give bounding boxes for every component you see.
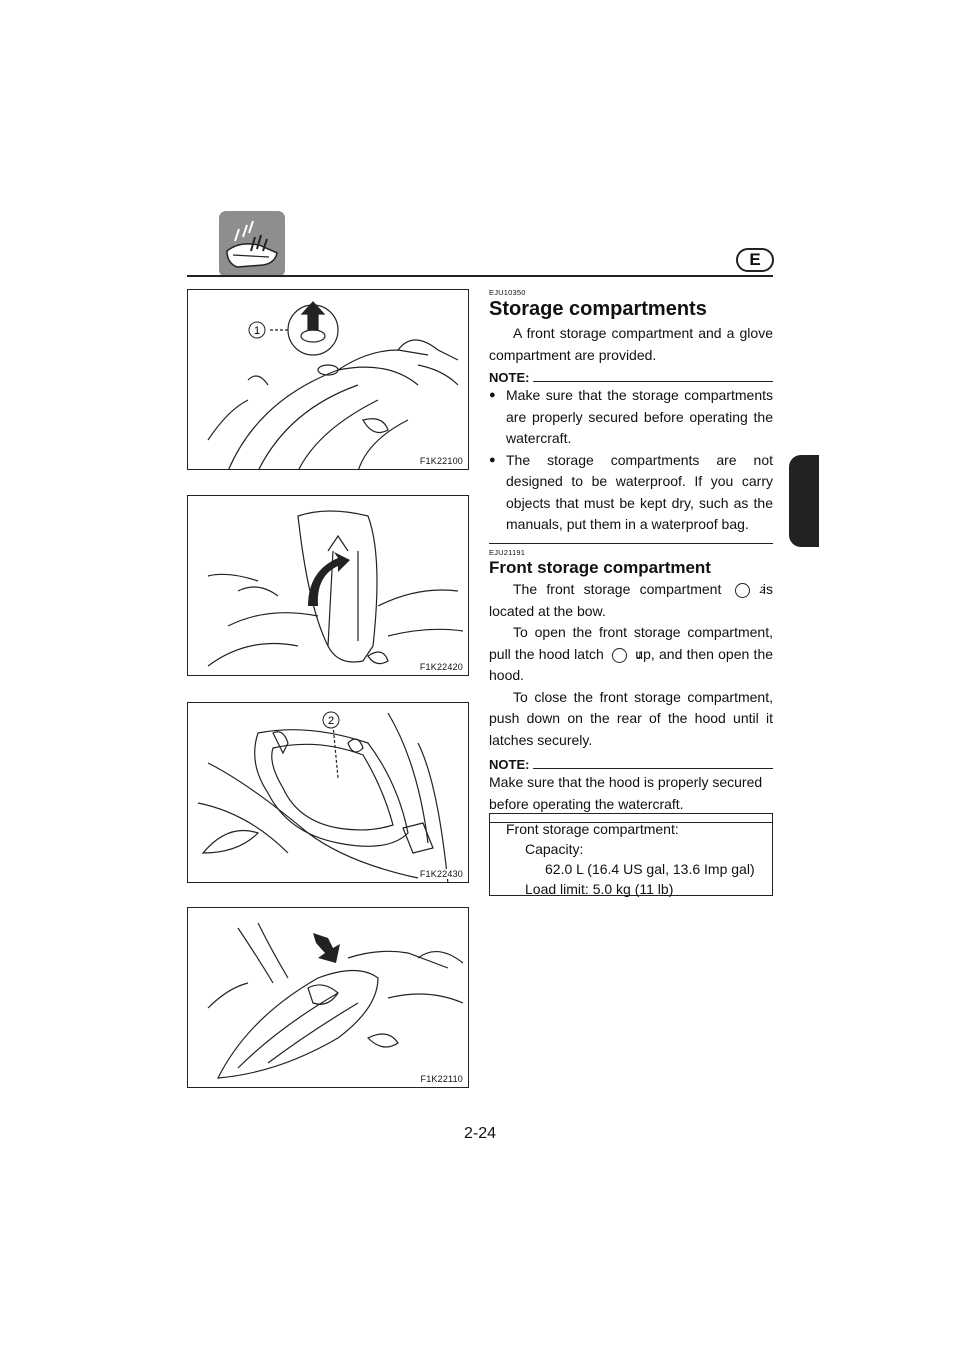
paragraph-text: is located at the bow. [489, 581, 774, 619]
watercraft-icon [219, 211, 285, 277]
section-front-storage: EJU21191 Front storage compartment The f… [489, 548, 773, 823]
figure-hood-latch-drawing: 1 [207, 301, 459, 469]
bullet-icon: ● [489, 453, 496, 466]
figure-open-hood: F1K22420 [187, 495, 469, 676]
note-text: Make sure that the hood is properly secu… [489, 774, 763, 812]
intro-paragraph: A front storage compartment and a glove … [489, 325, 773, 363]
section-code: EJU10350 [489, 288, 526, 297]
paragraph-text: To open the front storage compartment, p… [489, 624, 773, 662]
figure-hood-latch: 1 F1K22100 [187, 289, 469, 470]
section-title: Front storage compartment [489, 558, 711, 577]
figure-code: F1K22110 [419, 1074, 464, 1084]
note-header: NOTE: [489, 757, 773, 772]
note-end-rule [489, 822, 773, 823]
page-number: 2-24 [463, 1125, 497, 1142]
figure-storage-compartment-drawing: 2 [197, 711, 449, 882]
figure-close-hood-drawing [207, 922, 464, 1079]
paragraph-open: To open the front storage compartment, p… [489, 622, 773, 687]
bullet-text: The storage compartments are not designe… [506, 451, 773, 533]
note-label: NOTE: [489, 757, 530, 772]
ref-callout-2: 2 [734, 583, 765, 598]
figure-storage-compartment: 2 F1K22430 [187, 702, 469, 883]
paragraph-text: The front storage compartment [513, 581, 722, 597]
spec-load-limit: Load limit: 5.0 kg (11 lb) [525, 881, 674, 897]
spec-box: Front storage compartment: Capacity: 62.… [489, 813, 773, 897]
chapter-tab [789, 455, 819, 547]
note-end-rule [489, 542, 773, 544]
spec-capacity-label: Capacity: [525, 841, 584, 857]
paragraph-close: To close the front storage compartment, … [489, 688, 773, 748]
bullet-icon: ● [489, 389, 496, 401]
note-label: NOTE: [489, 370, 530, 385]
figure-code: F1K22420 [418, 662, 464, 672]
ref-callout-1: 1 [612, 647, 642, 663]
note-bullet: ● The storage compartments are not desig… [489, 450, 773, 536]
bullet-text: Make sure that the storage compartments … [506, 387, 773, 446]
note-bullet: ● Make sure that the storage compartment… [489, 385, 773, 450]
figure-open-hood-drawing [207, 510, 464, 667]
figure-code: F1K22100 [418, 456, 464, 466]
section-code: EJU21191 [489, 548, 526, 557]
paragraph-location: The front storage compartment 2 is locat… [489, 579, 773, 622]
callout-2: 2 [328, 715, 334, 727]
callout-1: 1 [254, 325, 260, 337]
section-title: Storage compartments [489, 298, 707, 320]
spec-title: Front storage compartment: [506, 821, 679, 837]
language-badge: E [736, 248, 774, 272]
spec-capacity-value: 62.0 L (16.4 US gal, 13.6 Imp gal) [545, 861, 755, 877]
paragraph-text: up, and then open the hood. [489, 645, 774, 684]
figure-code: F1K22430 [418, 869, 464, 879]
figure-close-hood: F1K22110 [187, 907, 469, 1088]
section-storage-compartments: EJU10350 Storage compartments A front st… [489, 288, 773, 544]
header-rule [187, 275, 773, 277]
note-header: NOTE: [489, 370, 773, 385]
